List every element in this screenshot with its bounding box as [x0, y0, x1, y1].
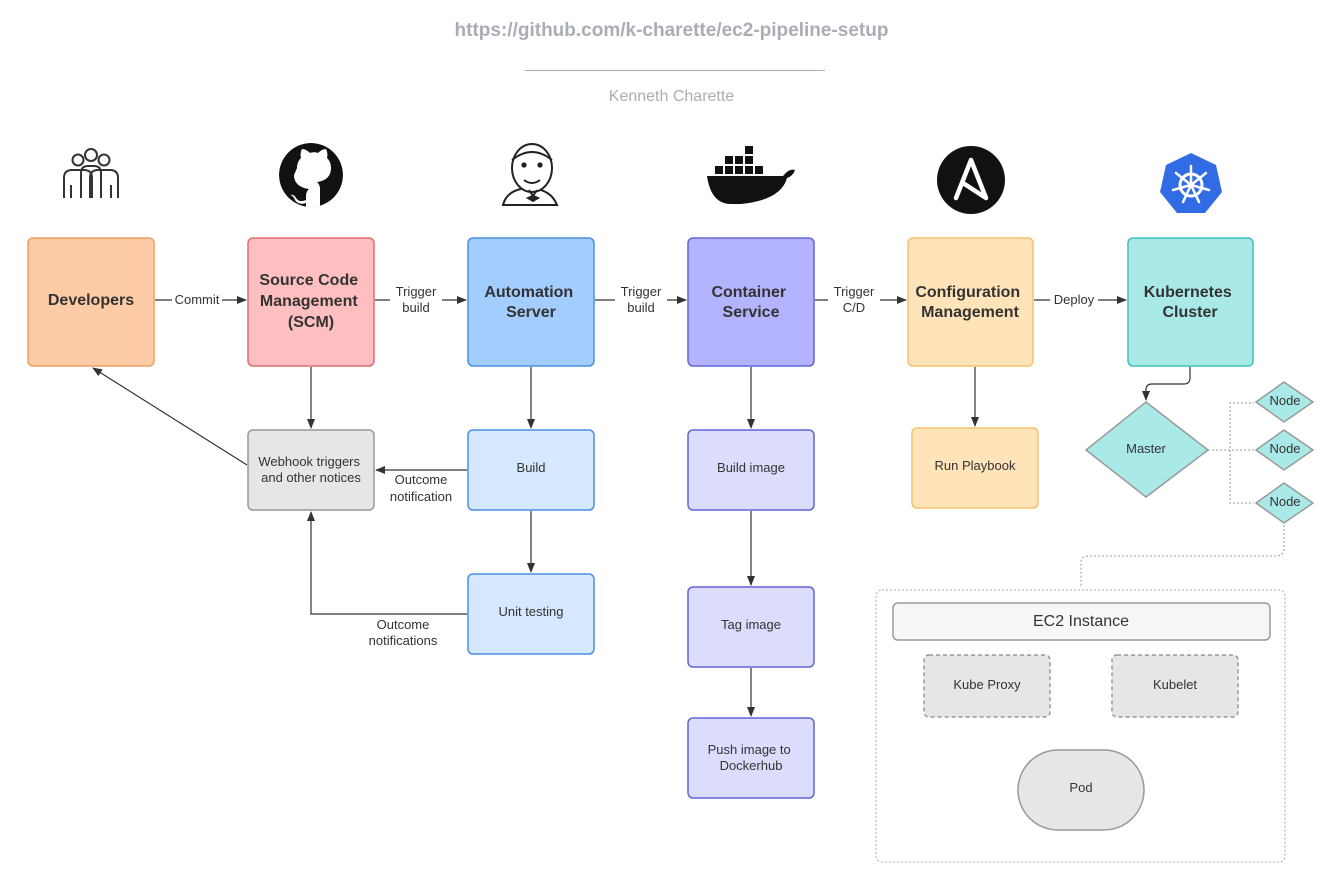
stage-config-label-line2: Management [921, 304, 1019, 321]
step-build-image[interactable]: Build image [687, 429, 815, 511]
step-unit-testing[interactable]: Unit testing [467, 573, 595, 655]
edge-label-outcome-notification-line2: notification [390, 489, 452, 504]
ansible-icon [937, 146, 1005, 214]
step-webhook[interactable]: Webhook triggers and other notices [247, 429, 375, 511]
stage-container-label-line2: Service [723, 304, 780, 321]
stage-developers-label: Developers [48, 292, 134, 309]
edge-label-commit: Commit [175, 292, 220, 307]
svg-text:Webhook triggers and oth: Webhook triggers and other notices [258, 454, 363, 485]
ec2-instance-title: EC2 Instance [1033, 613, 1129, 630]
ec2-kubelet[interactable]: Kubelet [1111, 654, 1239, 718]
cluster-node-3-label: Node [1269, 494, 1300, 509]
edge-label-trigger-build-2-line2: build [627, 300, 654, 315]
cluster-node-1-label: Node [1269, 393, 1300, 408]
stage-automation-server[interactable]: Automation Server [467, 237, 595, 367]
ec2-kubelet-label: Kubelet [1153, 677, 1197, 692]
cluster-node-2[interactable]: Node [1254, 429, 1315, 471]
svg-text:Source Code Management: Source Code Management (SCM) [259, 272, 362, 331]
stage-container-service[interactable]: Container Service [687, 237, 815, 367]
jenkins-icon [501, 143, 559, 206]
edge-label-trigger-build-1-line2: build [402, 300, 429, 315]
step-push-image-line2: Dockerhub [720, 758, 783, 773]
author-name: Kenneth Charette [608, 88, 735, 105]
stage-kubernetes-label-line2: Cluster [1162, 304, 1217, 321]
edge-label-trigger-build-2-line1: Trigger [621, 284, 662, 299]
step-unit-testing-label: Unit testing [498, 604, 563, 619]
stage-container-label-line1: Container [711, 284, 786, 301]
stage-kubernetes-cluster[interactable]: Kubernetes Cluster [1127, 237, 1254, 367]
stage-automation-label-line1: Automation [484, 284, 573, 301]
step-build-label: Build [517, 460, 546, 475]
stage-kubernetes-label-line1: Kubernetes [1144, 284, 1232, 301]
stage-scm-label-line2: Management [260, 293, 358, 310]
stage-scm-label-line1: Source Code [259, 272, 358, 289]
cluster-links [1080, 402, 1285, 588]
cluster-node-3[interactable]: Node [1254, 482, 1315, 524]
github-icon [279, 143, 343, 207]
ec2-pod-label: Pod [1069, 780, 1092, 795]
step-push-image[interactable]: Push image to Dockerhub [687, 717, 815, 799]
step-webhook-line1: Webhook triggers [258, 454, 360, 469]
stage-scm-label-line3: (SCM) [288, 314, 334, 331]
stage-scm[interactable]: Source Code Management (SCM) [247, 237, 375, 367]
kubernetes-icon [1160, 153, 1222, 213]
edge-label-trigger-cd-line1: Trigger [834, 284, 875, 299]
svg-text:Push image to Dockerhub: Push image to Dockerhub [708, 742, 795, 773]
step-tag-image[interactable]: Tag image [687, 586, 815, 668]
svg-text:Kubernetes Cluster: Kubernetes Cluster [1144, 284, 1236, 321]
edge-label-outcome-notifications-line2: notifications [369, 633, 438, 648]
team-icon [63, 148, 119, 198]
cluster-master-label: Master [1126, 441, 1166, 456]
edge-label-outcome-notifications-line1: Outcome [377, 617, 430, 632]
cluster-node-1[interactable]: Node [1254, 381, 1315, 423]
edge-label-trigger-cd-line2: C/D [843, 300, 865, 315]
edge-label-outcome-notification-line1: Outcome [395, 472, 448, 487]
ec2-instance-header[interactable]: EC2 Instance [892, 602, 1271, 641]
ec2-kube-proxy[interactable]: Kube Proxy [923, 654, 1051, 718]
title-divider [525, 70, 825, 71]
cluster-master[interactable]: Master [1084, 401, 1210, 498]
stage-automation-label-line2: Server [506, 304, 556, 321]
stage-developers[interactable]: Developers [27, 237, 155, 367]
step-push-image-line1: Push image to [708, 742, 791, 757]
cluster-node-2-label: Node [1269, 441, 1300, 456]
step-run-playbook-label: Run Playbook [935, 458, 1016, 473]
ec2-pod[interactable]: Pod [1017, 749, 1145, 831]
step-webhook-line2: and other notices [261, 470, 361, 485]
edge-label-trigger-build-1-line1: Trigger [396, 284, 437, 299]
svg-text:Container Service: Container Service [711, 284, 790, 321]
step-tag-image-label: Tag image [721, 617, 781, 632]
step-run-playbook[interactable]: Run Playbook [911, 427, 1039, 509]
step-build-image-label: Build image [717, 460, 785, 475]
svg-text:Configuration Management: Configuration Management [915, 284, 1024, 321]
stage-configuration-management[interactable]: Configuration Management [907, 237, 1034, 367]
edge-label-deploy: Deploy [1054, 292, 1095, 307]
svg-text:Automation Server: Automation Server [484, 284, 577, 321]
docker-icon [707, 146, 795, 204]
step-build[interactable]: Build [467, 429, 595, 511]
page-url-title: https://github.com/k-charette/ec2-pipeli… [454, 20, 889, 41]
stage-config-label-line1: Configuration [915, 284, 1020, 301]
ec2-kube-proxy-label: Kube Proxy [953, 677, 1021, 692]
